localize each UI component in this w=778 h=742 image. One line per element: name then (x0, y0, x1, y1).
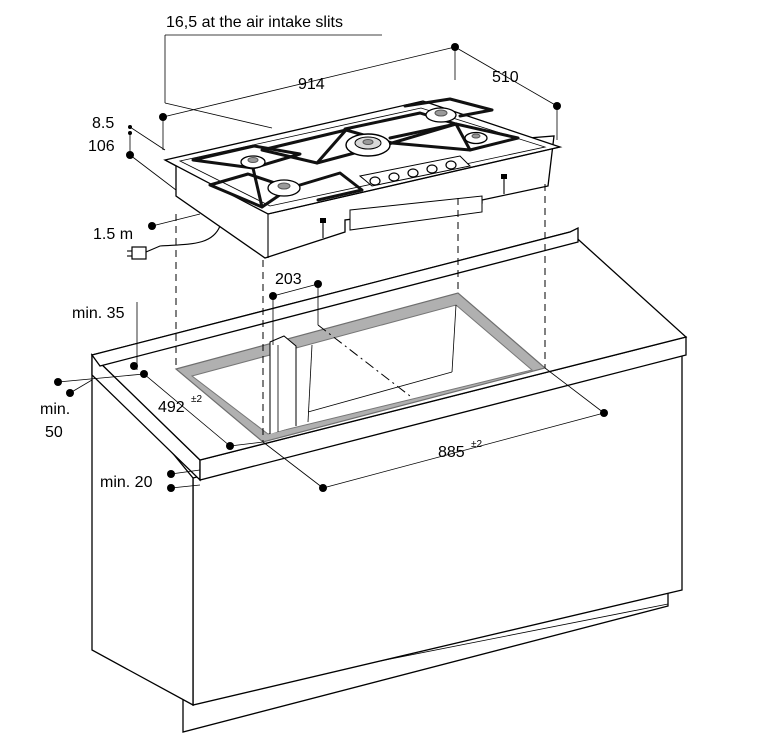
depth-label: 510 (492, 69, 519, 86)
cable-length-label: 1.5 m (93, 226, 133, 243)
top-thickness-label: 8.5 (92, 115, 114, 132)
plug-icon (127, 246, 147, 260)
gas-offset-label: 203 (275, 271, 302, 288)
worktop-cutout (174, 292, 547, 443)
min-front-value: 50 (45, 424, 63, 441)
air-intake-label: 16,5 at the air intake slits (166, 14, 343, 31)
control-knobs (369, 160, 457, 186)
cutout-depth-label: 492 (158, 399, 185, 416)
height-label: 106 (88, 138, 115, 155)
cutout-width-tolerance: ±2 (471, 439, 482, 450)
cutout-depth-tolerance: ±2 (191, 394, 202, 405)
gas-hob (127, 97, 563, 260)
min-edge-label: min. 35 (72, 305, 125, 322)
cutout-width-label: 885 (438, 444, 465, 461)
width-label: 914 (298, 76, 325, 93)
projection-lines (175, 184, 546, 442)
min-front-label: min. (40, 401, 70, 418)
min-below-label: min. 20 (100, 474, 153, 491)
dimension-lines (54, 34, 608, 492)
cabinet (90, 226, 688, 733)
